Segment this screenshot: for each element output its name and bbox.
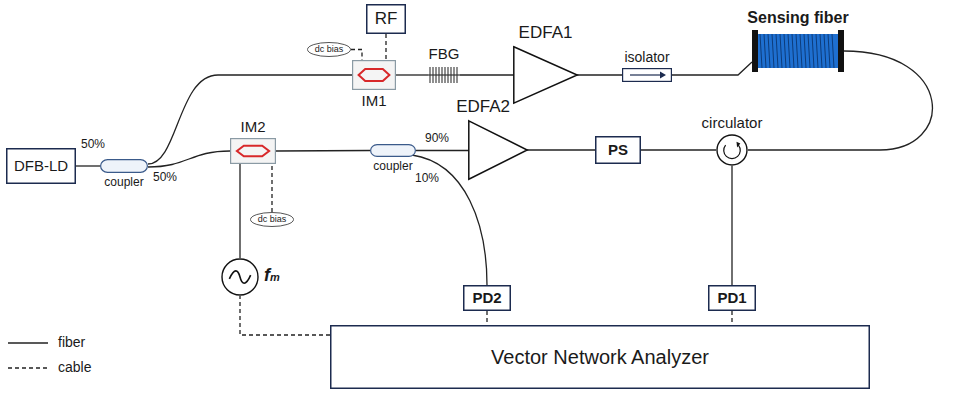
- tri-node: EDFA1: [513, 46, 578, 104]
- grating-node: FBG: [428, 65, 460, 85]
- fiber-line: [396, 74, 428, 75]
- node-label: dc bias: [258, 215, 287, 225]
- src-shape: [221, 258, 259, 296]
- iso-node: isolator: [622, 68, 672, 82]
- node-label: EDFA1: [519, 24, 573, 43]
- cable-line: [240, 296, 330, 335]
- legend-text: fiber: [58, 335, 85, 350]
- coupler-shape: [100, 159, 148, 173]
- fiber-line: [76, 165, 100, 166]
- mod-shape: [230, 138, 276, 164]
- node-label: FBG: [429, 46, 460, 63]
- node-label: Sensing fiber: [747, 9, 848, 27]
- node-label: RF: [375, 10, 398, 29]
- fiber-line: [672, 62, 752, 75]
- src-node: fm: [221, 258, 259, 296]
- rect-node: Vector Network Analyzer: [330, 325, 870, 389]
- split-ratio: 90%: [424, 132, 450, 145]
- circ-node: circulator: [716, 134, 748, 166]
- grating-shape: [428, 65, 460, 85]
- cable-sample: [8, 367, 48, 368]
- mod-node: IM2: [230, 138, 276, 164]
- node-label: EDFA2: [456, 98, 510, 117]
- fiber-line: [577, 74, 622, 75]
- iso-shape: [622, 68, 672, 82]
- rect-node: PS: [595, 136, 641, 164]
- fiber-sample: [8, 342, 48, 343]
- tri-shape: [513, 46, 578, 104]
- node-label: DFB-LD: [14, 158, 68, 175]
- node-label: coupler: [104, 176, 143, 189]
- split-ratio: 50%: [152, 171, 178, 184]
- mod-shape: [352, 60, 396, 90]
- node-label: circulator: [702, 115, 763, 132]
- fiber-line: [276, 150, 370, 152]
- fiber-line: [527, 149, 595, 150]
- ellipse-node: dc bias: [307, 42, 351, 57]
- fiber-line: [416, 150, 469, 151]
- node-label: coupler: [373, 160, 412, 173]
- tri-node: EDFA2: [468, 120, 528, 180]
- cable-line: [385, 34, 386, 60]
- node-label: dc bias: [315, 45, 344, 55]
- split-ratio: 10%: [414, 172, 440, 185]
- legend-text: cable: [58, 360, 91, 375]
- node-label: isolator: [624, 50, 669, 65]
- fiber-line: [239, 164, 240, 258]
- fiber-line: [641, 149, 716, 150]
- node-label: PS: [608, 142, 628, 159]
- coupler-node: coupler: [370, 144, 416, 157]
- rect-node: PD1: [708, 285, 756, 311]
- cable-line: [731, 311, 732, 325]
- tri-shape: [468, 120, 528, 180]
- cable-line: [486, 311, 487, 325]
- coupler-node: coupler: [100, 159, 148, 173]
- node-label: Vector Network Analyzer: [491, 346, 709, 368]
- rect-node: RF: [366, 4, 406, 34]
- coil-shape: [752, 30, 844, 72]
- circ-shape: [716, 134, 748, 166]
- node-label: PD2: [472, 290, 501, 307]
- fiber-line: [148, 151, 230, 167]
- rect-node: DFB-LD: [6, 148, 76, 184]
- split-ratio: 50%: [80, 138, 106, 151]
- fiber-line: [460, 74, 514, 75]
- node-label: IM2: [240, 119, 265, 136]
- cable-line: [271, 164, 272, 212]
- coil-node: Sensing fiber: [752, 30, 844, 72]
- fiber-line: [731, 166, 732, 285]
- cable-line: [351, 50, 362, 61]
- ellipse-node: dc bias: [250, 212, 294, 227]
- node-label: PD1: [717, 290, 746, 307]
- coupler-shape: [370, 144, 416, 157]
- node-label: IM1: [361, 93, 386, 110]
- mod-node: IM1: [352, 60, 396, 90]
- rect-node: PD2: [463, 285, 511, 311]
- node-label: fm: [264, 266, 280, 286]
